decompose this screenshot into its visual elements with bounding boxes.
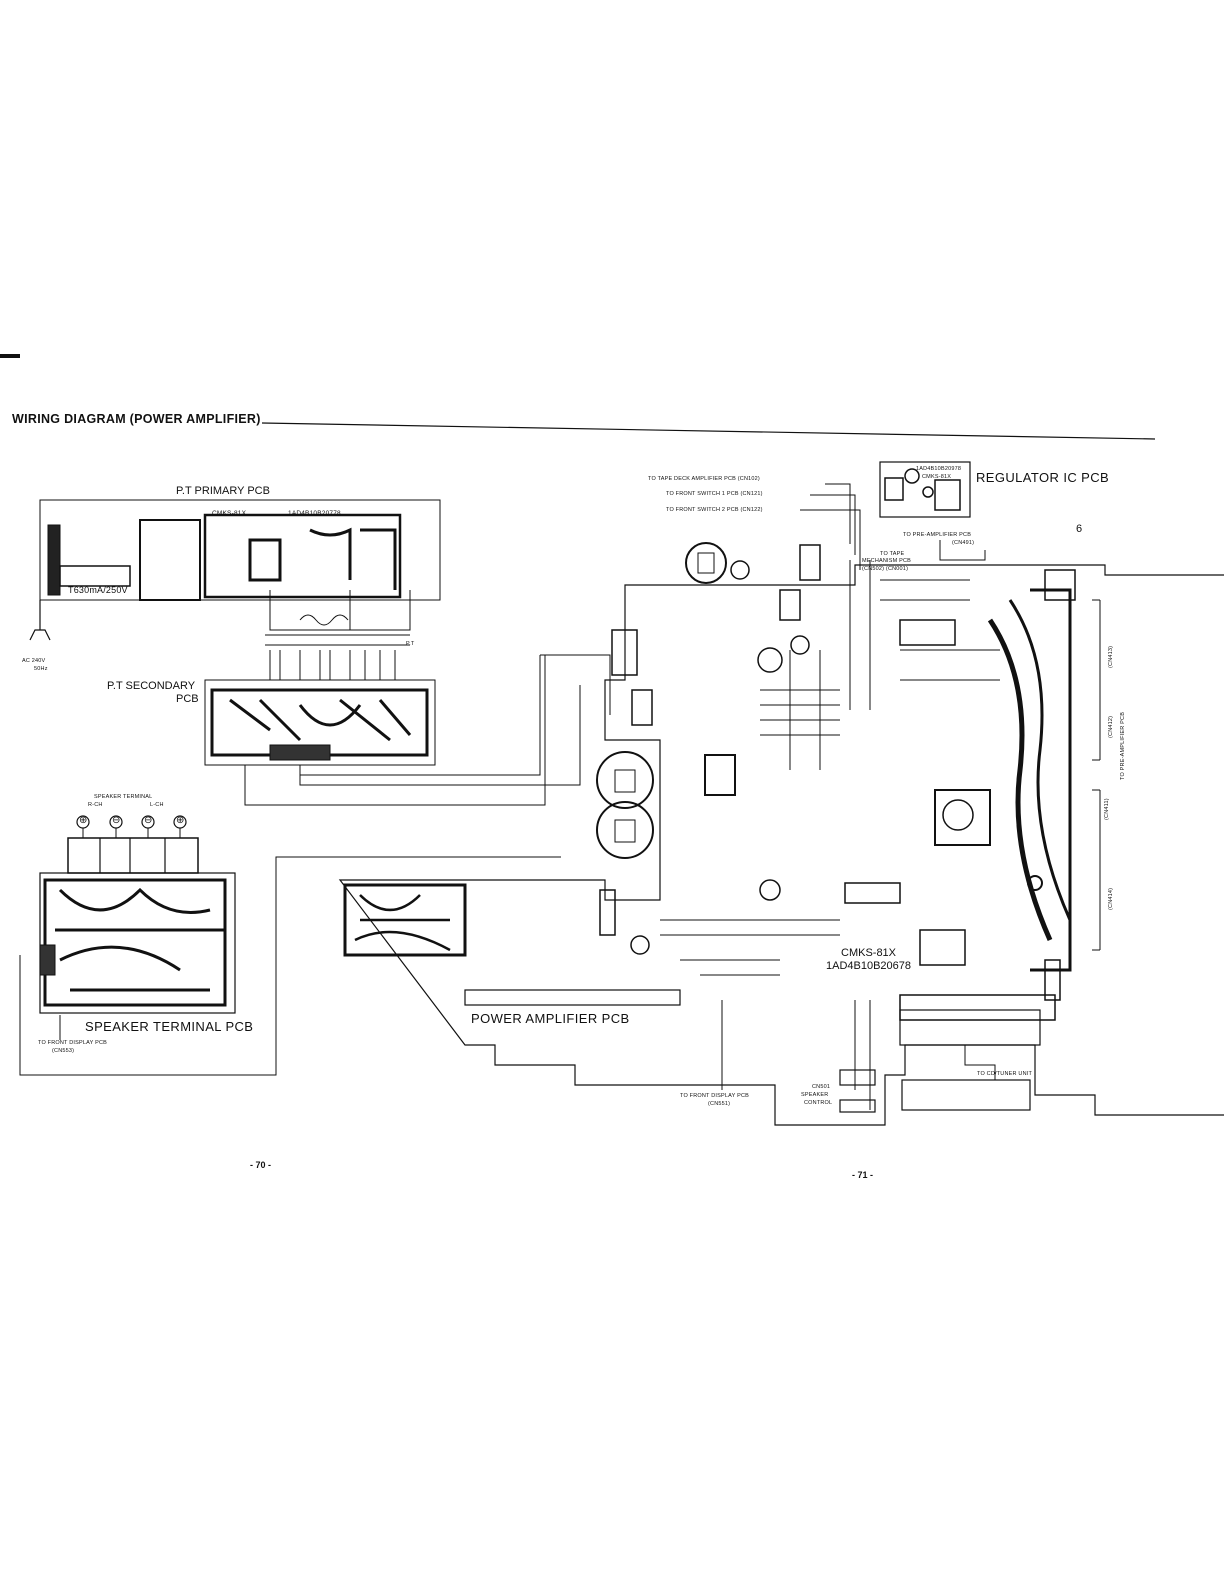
terminal-symbol-4: ⊕ (176, 815, 185, 826)
page-title: WIRING DIAGRAM (POWER AMPLIFIER) (12, 412, 261, 426)
pt-secondary-label-line2: PCB (176, 693, 199, 705)
connector-cn412: (CN412) (1108, 715, 1114, 738)
pt-secondary-label-line1: P.T SECONDARY (107, 680, 196, 692)
connector-tape-mech-line3: (CN502) (CN001) (862, 566, 909, 572)
speaker-terminal-pcb-label: SPEAKER TERMINAL PCB (85, 1019, 254, 1034)
main-code-marking: 1AD4B10B20678 (826, 960, 912, 972)
connector-front-display-bottom-line1: TO FRONT DISPLAY PCB (680, 1093, 749, 1099)
terminal-symbol-3: ⊖ (144, 815, 153, 826)
board-number: 6 (1076, 523, 1083, 535)
ac-input-line2: 50Hz (34, 666, 48, 672)
terminal-symbol-1: ⊕ (79, 815, 88, 826)
pt-secondary-pcb-artwork (204, 634, 595, 806)
ac-input-line1: AC 240V (22, 658, 46, 664)
connector-front-display-left-line1: TO FRONT DISPLAY PCB (38, 1040, 107, 1046)
terminal-symbol-2: ⊖ (112, 815, 121, 826)
power-amplifier-pcb-label: POWER AMPLIFIER PCB (471, 1011, 630, 1026)
l-ch-label: L-CH (150, 802, 164, 808)
pt-primary-label: P.T PRIMARY PCB (176, 485, 270, 497)
connector-speaker-control-line1: CN501 (812, 1084, 831, 1090)
connector-pre-amp-vertical: TO PRE-AMPLIFIER PCB (1120, 711, 1126, 780)
connector-cn411: (CN411) (1104, 798, 1110, 820)
speaker-terminal-heading: SPEAKER TERMINAL (94, 794, 153, 800)
main-cmks-marking: CMKS-81X (841, 947, 897, 959)
connector-tape-mech-line2: MECHANISM PCB (862, 558, 912, 564)
primary-code-marking: 1AD4B10B20778 (288, 510, 341, 517)
pt-primary-pcb-artwork (29, 499, 441, 641)
connector-pre-amp-cn491-line2: (CN491) (952, 540, 975, 546)
connector-front-display-bottom-line2: (CN551) (708, 1101, 731, 1107)
power-amplifier-pcb-artwork (300, 483, 1224, 1126)
regulator-cmks-marking: CMKS-81X (922, 474, 952, 480)
fuse-rating: T630mA/250V (68, 585, 128, 595)
r-ch-label: R-CH (88, 802, 103, 808)
connector-tape-mech-line1: TO TAPE (880, 551, 905, 557)
connector-speaker-control-line2: SPEAKER (801, 1092, 829, 1098)
regulator-ic-pcb-label: REGULATOR IC PCB (976, 470, 1110, 485)
connector-pre-amp-cn491-line1: TO PRE-AMPLIFIER PCB (903, 532, 972, 538)
pt-tag: P.T (406, 641, 415, 647)
regulator-code-marking: 1AD4B10B20978 (916, 466, 962, 472)
connector-cn413: (CN413) (1108, 645, 1114, 668)
page-number-right: - 71 - (852, 1170, 874, 1180)
speaker-terminal-pcb-artwork (19, 815, 561, 1076)
connector-front-switch-1: TO FRONT SWITCH 1 PCB (CN121) (666, 491, 763, 497)
page-number-left: - 70 - (250, 1160, 272, 1170)
primary-cmks-marking: CMKS-81X (212, 510, 247, 517)
regulator-pcb-artwork (879, 461, 971, 518)
connector-speaker-control-line3: CONTROL (804, 1100, 833, 1106)
connector-front-switch-2: TO FRONT SWITCH 2 PCB (CN122) (666, 507, 763, 513)
connector-tape-deck-amp: TO TAPE DECK AMPLIFIER PCB (CN102) (648, 476, 760, 482)
connector-cn414: (CN414) (1108, 887, 1114, 910)
connector-front-display-left-line2: (CN553) (52, 1048, 75, 1054)
connector-cd-tuner: TO CD/TUNER UNIT (977, 1071, 1033, 1077)
